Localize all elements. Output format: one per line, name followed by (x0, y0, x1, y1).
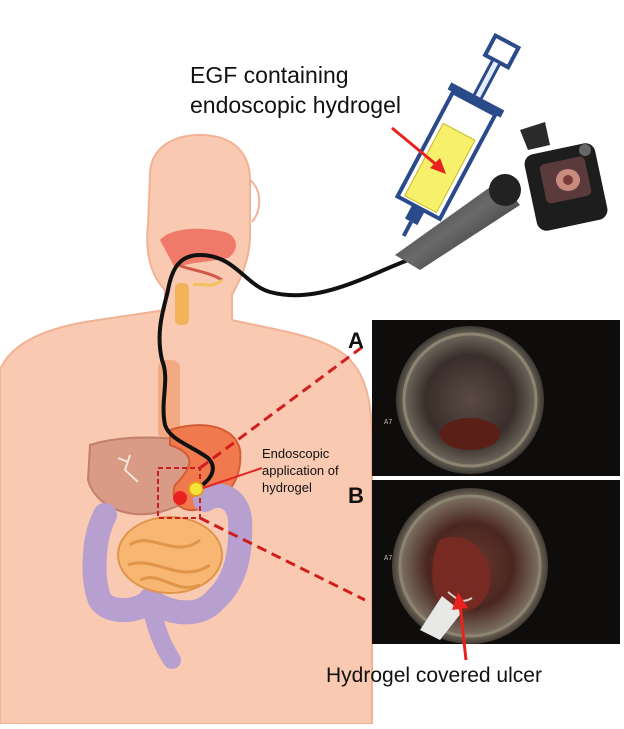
panel-b-label: B (348, 483, 364, 509)
ulcer-marker (173, 491, 187, 505)
endoscopic-image-b: A7 (372, 480, 620, 644)
application-label: Endoscopic application of hydrogel (262, 445, 382, 496)
ulcer-label: Hydrogel covered ulcer (326, 664, 624, 688)
trachea (175, 283, 189, 325)
hydrogel-tip (189, 482, 203, 496)
svg-text:A7: A7 (384, 555, 392, 563)
endoscopic-image-a: A7 (372, 320, 620, 476)
small-intestine (118, 517, 222, 593)
panel-a-label: A (348, 328, 364, 354)
syringe-label: EGF containing endoscopic hydrogel (190, 60, 420, 120)
svg-text:A7: A7 (384, 419, 392, 427)
